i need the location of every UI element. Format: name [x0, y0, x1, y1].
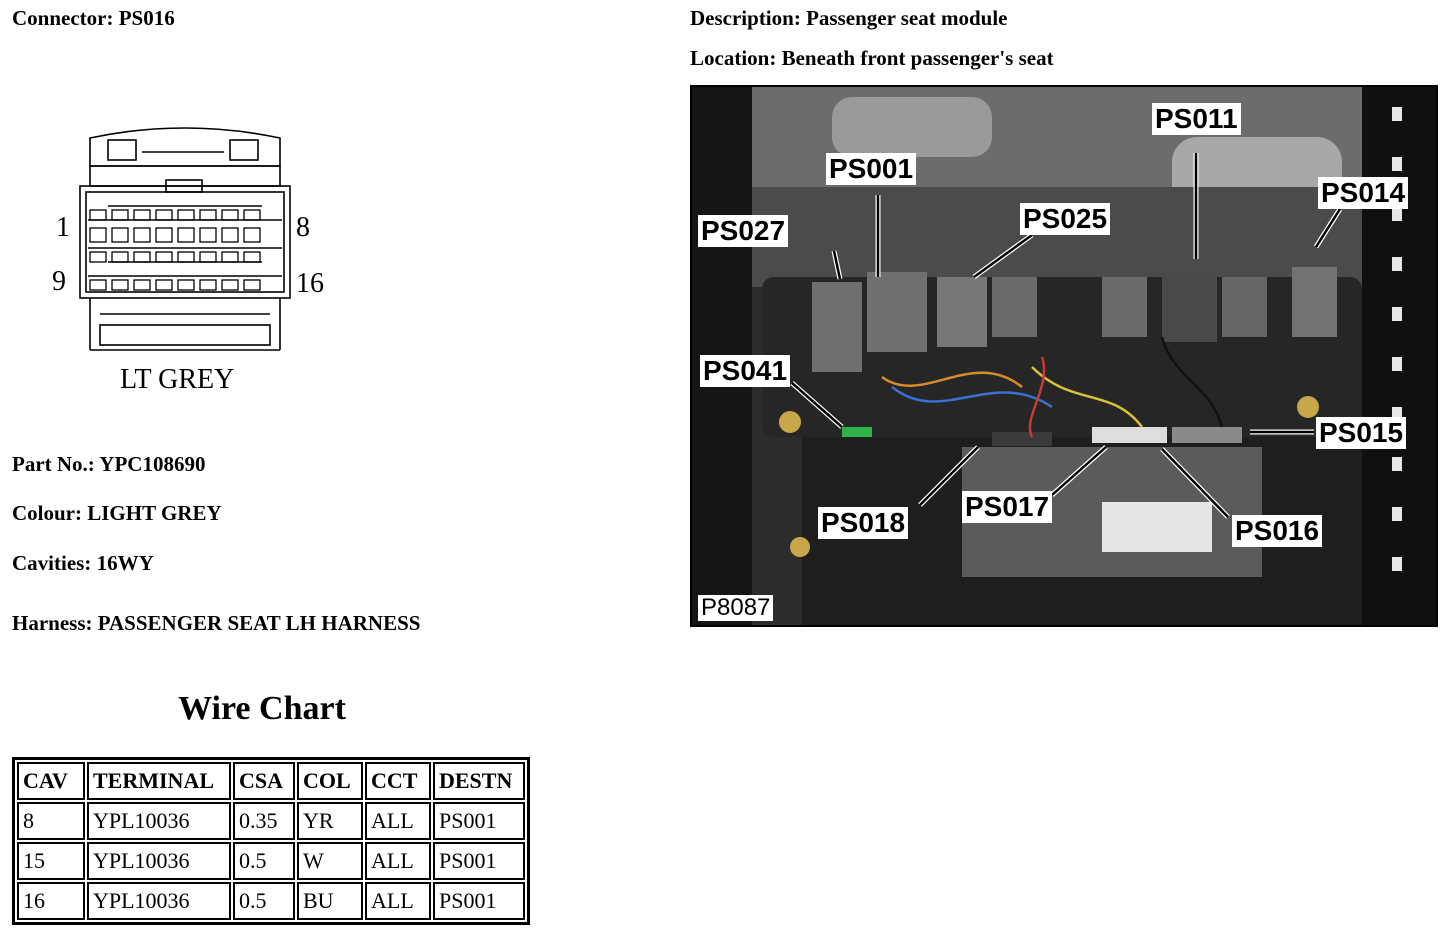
photo-label-ps014: PS014	[1318, 177, 1409, 209]
cell-col: W	[297, 842, 363, 880]
cell-col: YR	[297, 802, 363, 840]
connector-colour-text: LT GREY	[120, 364, 234, 395]
header-cct: CCT	[365, 762, 431, 800]
harness-value: PASSENGER SEAT LH HARNESS	[97, 611, 421, 635]
colour-value: LIGHT GREY	[87, 501, 222, 525]
cell-terminal: YPL10036	[87, 842, 231, 880]
photo-label-ps027: PS027	[698, 215, 789, 247]
pin-9-label: 9	[52, 266, 66, 297]
photo-label-ps011: PS011	[1152, 103, 1241, 135]
cell-cav: 15	[17, 842, 85, 880]
cell-terminal: YPL10036	[87, 802, 231, 840]
colour-label: Colour:	[12, 501, 82, 525]
photo-id-label: P8087	[698, 595, 774, 621]
table-row: 16 YPL10036 0.5 BU ALL PS001	[17, 882, 525, 920]
cell-cct: ALL	[365, 802, 431, 840]
connector-diagram: 1 8 9 16 LT GREY	[52, 127, 324, 395]
header-cav: CAV	[17, 762, 85, 800]
photo-scene	[692, 87, 1436, 625]
harness-field: Harness: PASSENGER SEAT LH HARNESS	[12, 611, 420, 636]
location-photo: PS011 PS001 PS014 PS027 PS025 PS041 PS01…	[690, 85, 1438, 627]
connector-field: Connector: PS016	[12, 6, 175, 31]
photo-label-ps001: PS001	[826, 153, 917, 185]
harness-label: Harness:	[12, 611, 93, 635]
cavities-label: Cavities:	[12, 551, 92, 575]
pin-16-label: 16	[296, 268, 324, 299]
location-label: Location:	[690, 46, 777, 70]
part-number-label: Part No.:	[12, 452, 95, 476]
photo-label-ps017: PS017	[962, 491, 1053, 523]
photo-label-ps015: PS015	[1316, 417, 1407, 449]
cell-terminal: YPL10036	[87, 882, 231, 920]
cell-cct: ALL	[365, 882, 431, 920]
cell-destn: PS001	[433, 802, 525, 840]
colour-field: Colour: LIGHT GREY	[12, 501, 222, 526]
part-number-value: YPC108690	[99, 452, 206, 476]
cell-cct: ALL	[365, 842, 431, 880]
cell-csa: 0.5	[233, 882, 295, 920]
cavities-value: 16WY	[96, 551, 154, 575]
description-value: Passenger seat module	[806, 6, 1008, 30]
part-number-field: Part No.: YPC108690	[12, 452, 205, 477]
connector-label: Connector:	[12, 6, 114, 30]
wire-chart-title: Wire Chart	[178, 690, 346, 727]
cell-destn: PS001	[433, 882, 525, 920]
table-row: 15 YPL10036 0.5 W ALL PS001	[17, 842, 525, 880]
photo-label-ps041: PS041	[700, 355, 791, 387]
cell-col: BU	[297, 882, 363, 920]
cell-cav: 16	[17, 882, 85, 920]
photo-label-ps018: PS018	[818, 507, 909, 539]
cell-csa: 0.5	[233, 842, 295, 880]
wire-chart-table: CAV TERMINAL CSA COL CCT DESTN 8 YPL1003…	[12, 757, 530, 925]
cell-destn: PS001	[433, 842, 525, 880]
header-terminal: TERMINAL	[87, 762, 231, 800]
pin-8-label: 8	[296, 212, 310, 243]
photo-label-ps025: PS025	[1020, 203, 1111, 235]
description-label: Description:	[690, 6, 801, 30]
pin-1-label: 1	[56, 212, 70, 243]
header-csa: CSA	[233, 762, 295, 800]
table-header-row: CAV TERMINAL CSA COL CCT DESTN	[17, 762, 525, 800]
table-row: 8 YPL10036 0.35 YR ALL PS001	[17, 802, 525, 840]
cell-cav: 8	[17, 802, 85, 840]
cell-csa: 0.35	[233, 802, 295, 840]
header-destn: DESTN	[433, 762, 525, 800]
location-field: Location: Beneath front passenger's seat	[690, 46, 1054, 71]
location-value: Beneath front passenger's seat	[781, 46, 1054, 70]
cavities-field: Cavities: 16WY	[12, 551, 154, 576]
connector-value: PS016	[118, 6, 175, 30]
description-field: Description: Passenger seat module	[690, 6, 1008, 31]
header-col: COL	[297, 762, 363, 800]
photo-label-ps016: PS016	[1232, 515, 1323, 547]
